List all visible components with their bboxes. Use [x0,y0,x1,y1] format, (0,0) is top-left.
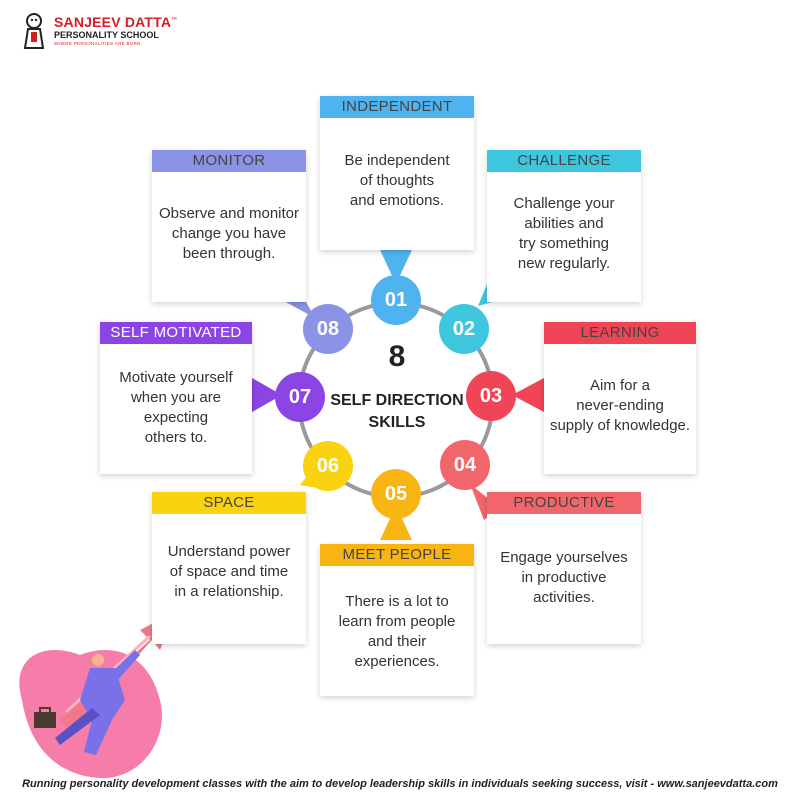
num-03: 03 [466,371,516,421]
card-header-self-motivated: SELF MOTIVATED [100,322,252,344]
num-07: 07 [275,372,325,422]
logo-mark-icon [23,13,45,49]
person-leg [55,708,100,745]
card-header-space: SPACE [152,492,306,514]
card-header-challenge: CHALLENGE [487,150,641,172]
logo-school: PERSONALITY SCHOOL [54,30,159,40]
center-title: SELF DIRECTION SKILLS [330,392,464,431]
pointer-01 [380,250,412,284]
center-number: 8 [388,340,406,373]
card-header-monitor: MONITOR [152,150,306,172]
pointer-03 [512,378,544,412]
num-05: 05 [371,469,421,519]
logo-tagline: WHERE PERSONALITIES ARE BORN [54,41,141,46]
pointer-05 [380,506,412,540]
num-04: 04 [440,440,490,490]
num-06: 06 [303,441,353,491]
person-head [92,654,104,666]
card-header-productive: PRODUCTIVE [487,492,641,514]
card-header-learning: LEARNING [544,322,696,344]
briefcase-icon [34,712,56,728]
logo-name: SANJEEV DATTA™ [54,14,178,30]
pointer-07 [252,378,282,412]
person-body [80,668,125,755]
num-02: 02 [439,304,489,354]
card-header-meet-people: MEET PEOPLE [320,544,474,566]
card-header-independent: INDEPENDENT [320,96,474,118]
footer-text: Running personality development classes … [22,778,778,790]
logo: SANJEEV DATTA™ PERSONALITY SCHOOL WHERE … [22,12,182,52]
person-arm [112,650,140,680]
num-01: 01 [371,275,421,325]
num-08: 08 [303,304,353,354]
